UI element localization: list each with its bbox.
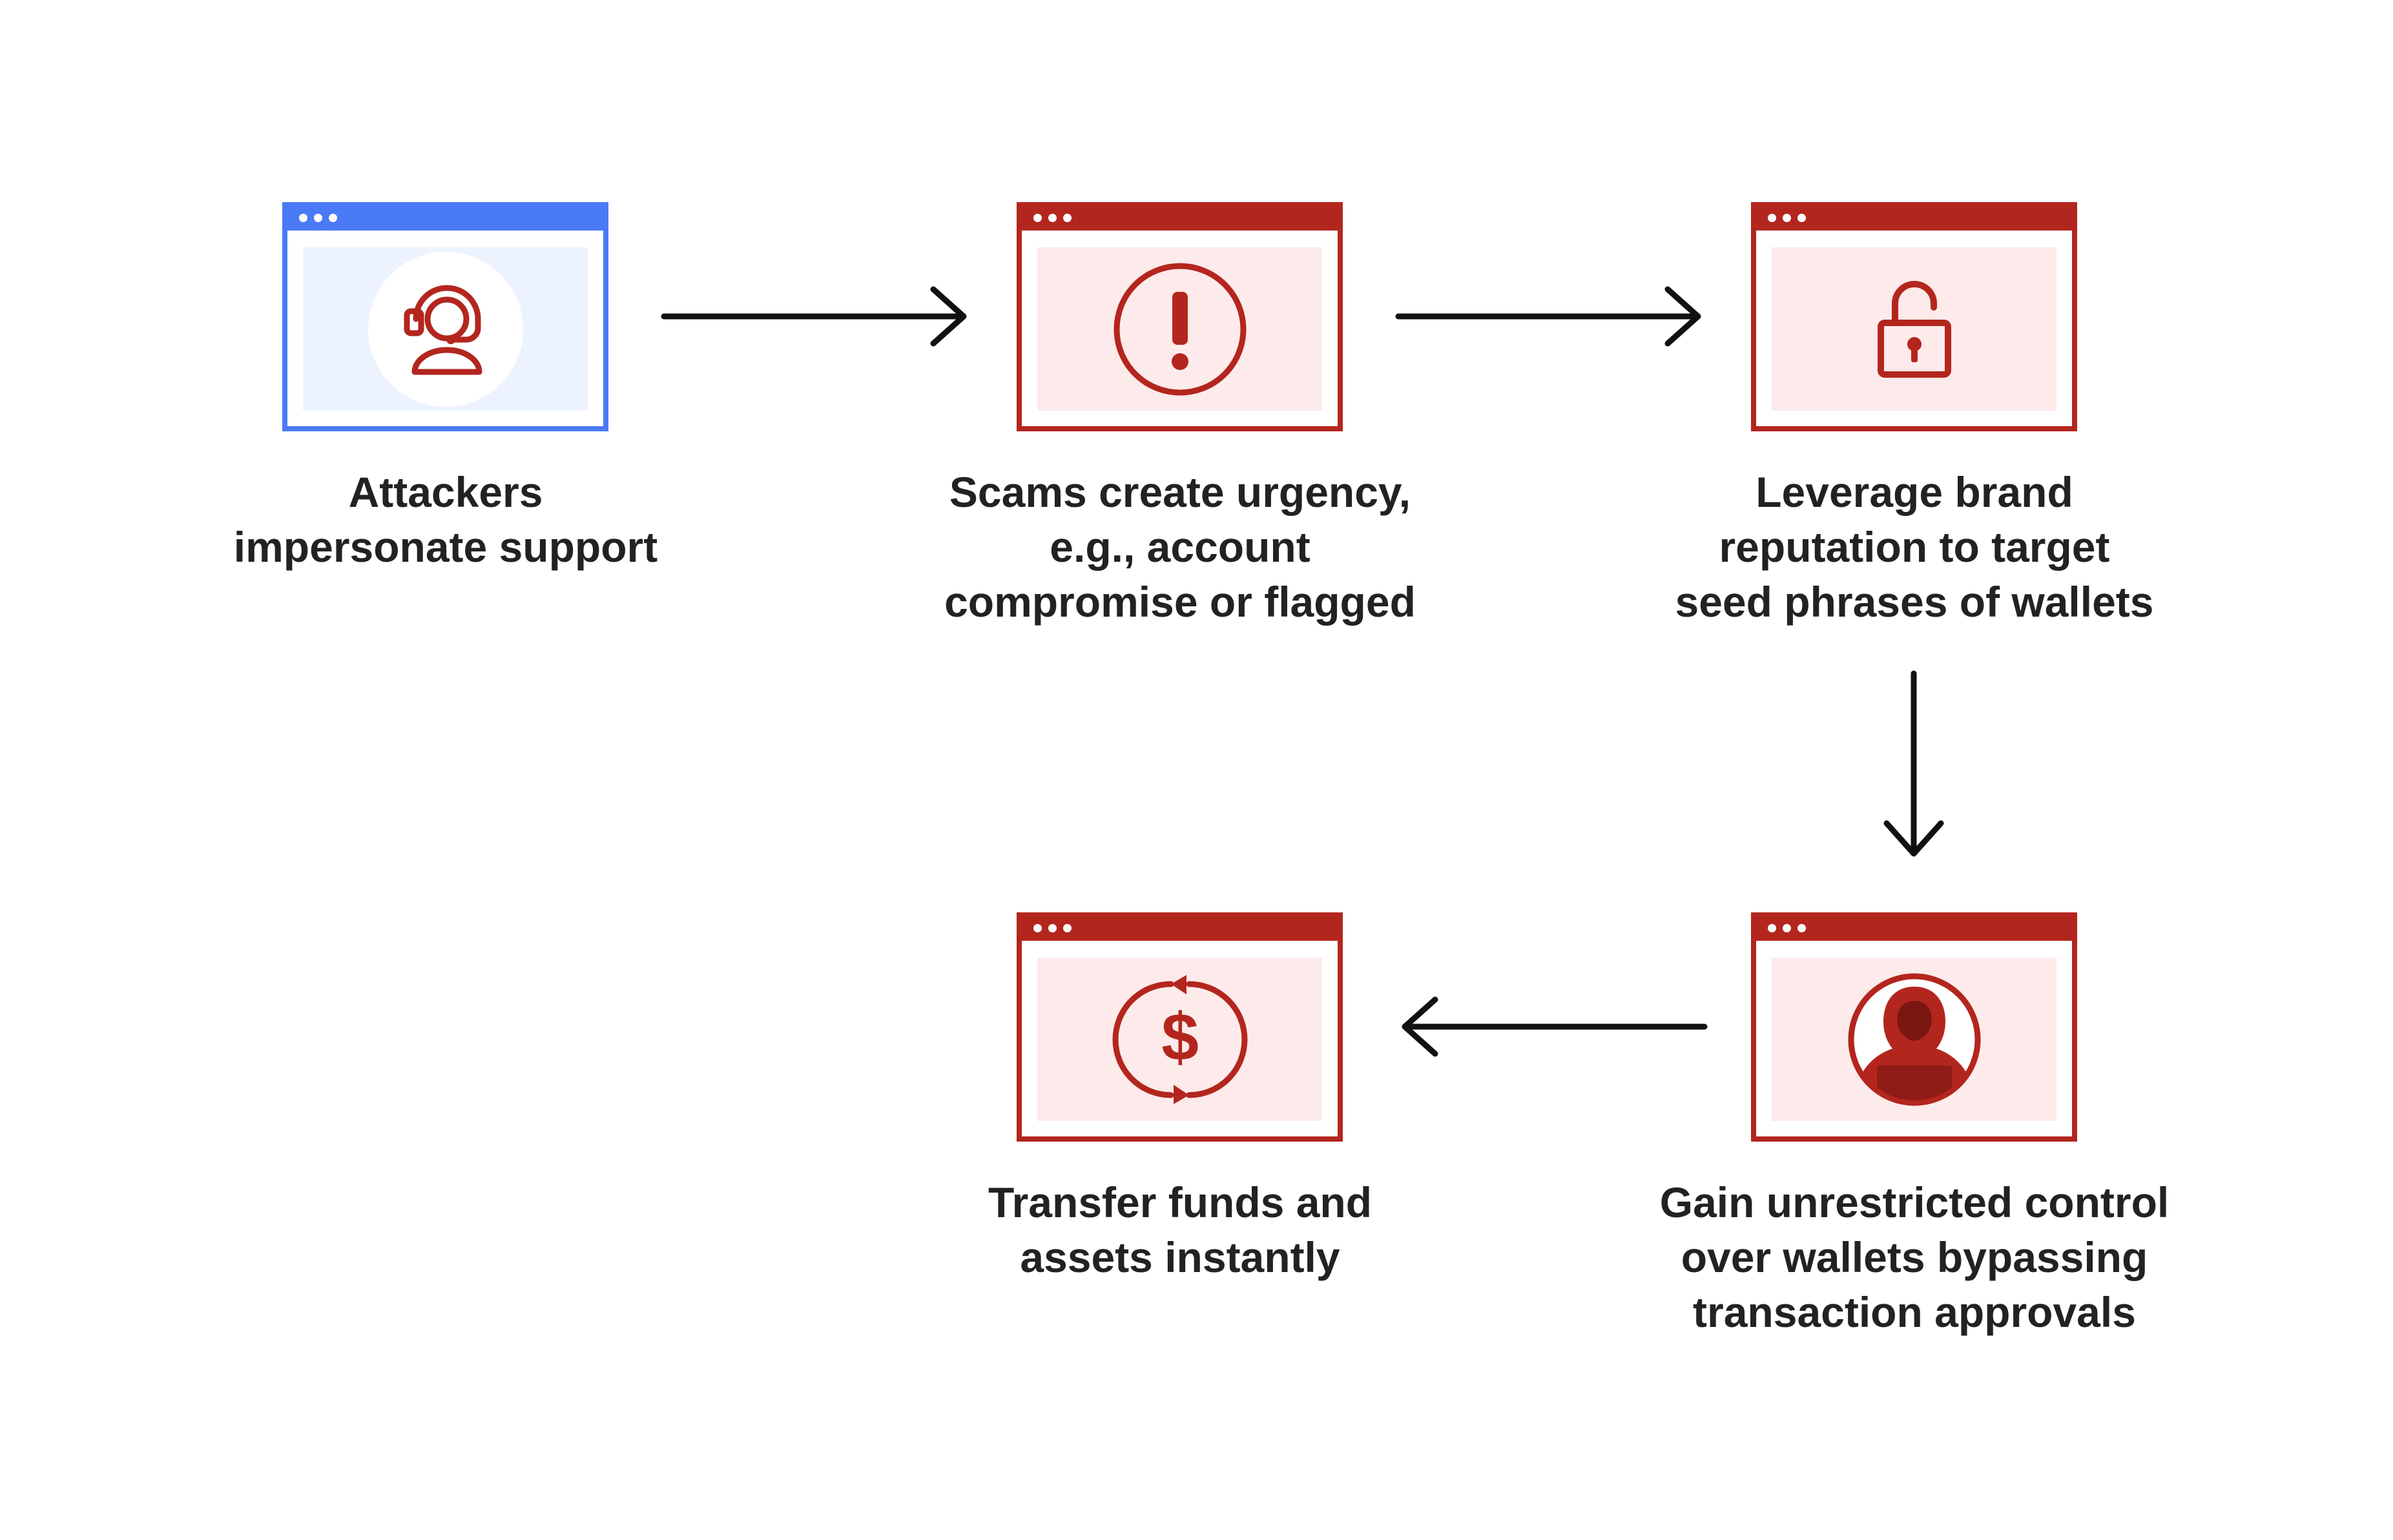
window-pane <box>1772 247 2056 411</box>
unlocked-padlock-icon <box>1877 280 1951 378</box>
arrow-down <box>1883 670 1944 857</box>
step-1-window <box>282 202 608 431</box>
window-titlebar <box>1756 207 2072 231</box>
svg-text:$: $ <box>1161 1000 1199 1075</box>
step-2-window <box>1017 202 1343 431</box>
step-3-label: Leverage brand reputation to target seed… <box>1675 468 2154 626</box>
step-3-window <box>1751 202 2077 431</box>
hooded-hacker-icon <box>1848 973 1980 1105</box>
exclamation-icon <box>1114 263 1246 395</box>
window-titlebar <box>1022 207 1338 231</box>
step-1-label: Attackers impersonate support <box>233 468 658 571</box>
window-dots <box>1768 924 1806 932</box>
window-pane <box>1772 958 2056 1121</box>
step-5-label: Transfer funds and assets instantly <box>988 1178 1373 1281</box>
arrow-right-2 <box>1395 286 1701 347</box>
arrow-left <box>1402 996 1708 1057</box>
window-titlebar <box>1022 918 1338 941</box>
dollar-exchange-icon: $ <box>1112 974 1247 1104</box>
window-titlebar <box>287 207 603 231</box>
step-4-label: Gain unrestricted control over wallets b… <box>1659 1178 2170 1336</box>
window-titlebar <box>1756 918 2072 941</box>
window-dots <box>299 214 337 222</box>
step-5-window: $ <box>1017 912 1343 1142</box>
window-pane <box>1037 247 1322 411</box>
arrow-right-1 <box>661 286 967 347</box>
step-2-label: Scams create urgency, e.g., account comp… <box>944 468 1416 626</box>
window-pane: $ <box>1037 958 1322 1121</box>
window-dots <box>1033 214 1072 222</box>
window-dots <box>1033 924 1072 932</box>
window-dots <box>1768 214 1806 222</box>
window-pane <box>303 247 588 411</box>
step-4-window <box>1751 912 2077 1142</box>
headset-agent-icon <box>368 251 523 407</box>
